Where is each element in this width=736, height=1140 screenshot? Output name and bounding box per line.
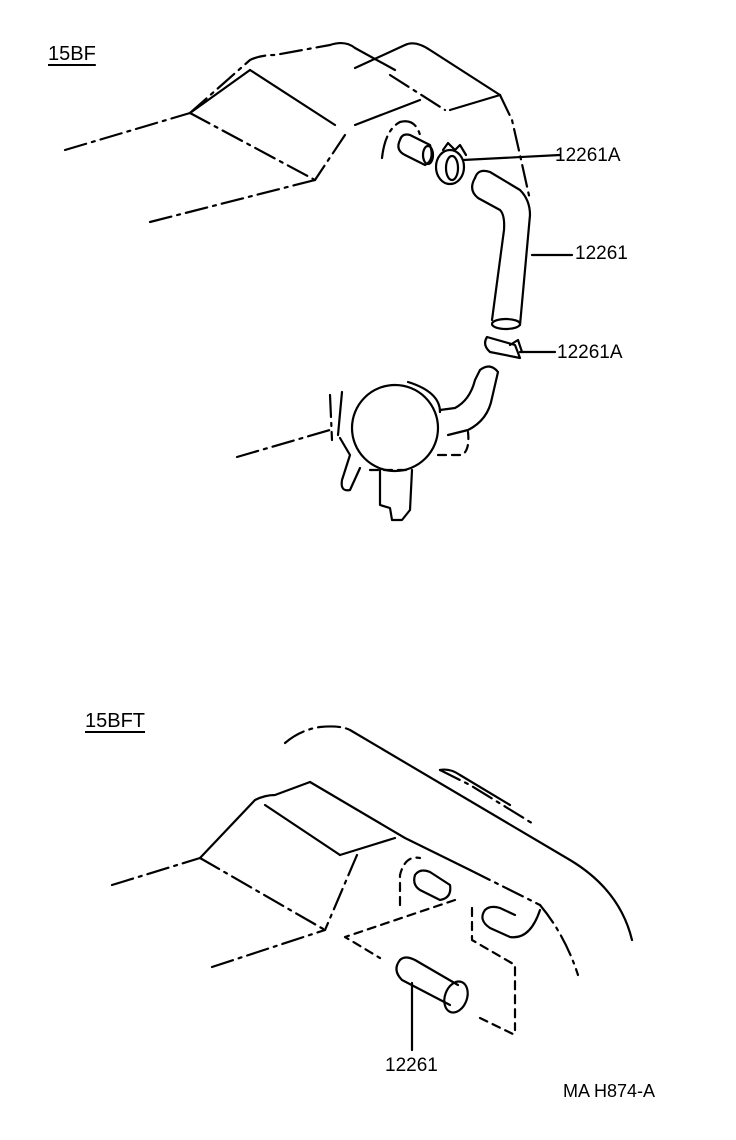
reference-code: MA H874-A <box>563 1081 656 1101</box>
variant-label-15bf: 15BF <box>48 43 96 65</box>
hose-straight-15bft <box>395 956 469 1052</box>
variant-label-15bft: 15BFT <box>85 710 146 732</box>
part-callout-12261: 12261 <box>575 243 628 264</box>
outlet-pipe-15bf <box>380 120 435 167</box>
outlet-pipe-15bft <box>343 856 542 1037</box>
leader-lines <box>461 153 574 354</box>
hose-bent-15bf <box>471 169 532 331</box>
part-callout-12261A-lower: 12261A <box>557 342 623 363</box>
part-callout-12261-lower-diagram: 12261 <box>385 1055 438 1076</box>
clamp-lower <box>483 335 524 360</box>
engine-block-15bft <box>110 725 634 977</box>
part-callout-12261A-upper: 12261A <box>555 145 621 166</box>
engine-block-15bf <box>63 41 532 224</box>
vacuum-unit-15bf <box>235 365 500 522</box>
clamp-upper <box>434 141 468 186</box>
